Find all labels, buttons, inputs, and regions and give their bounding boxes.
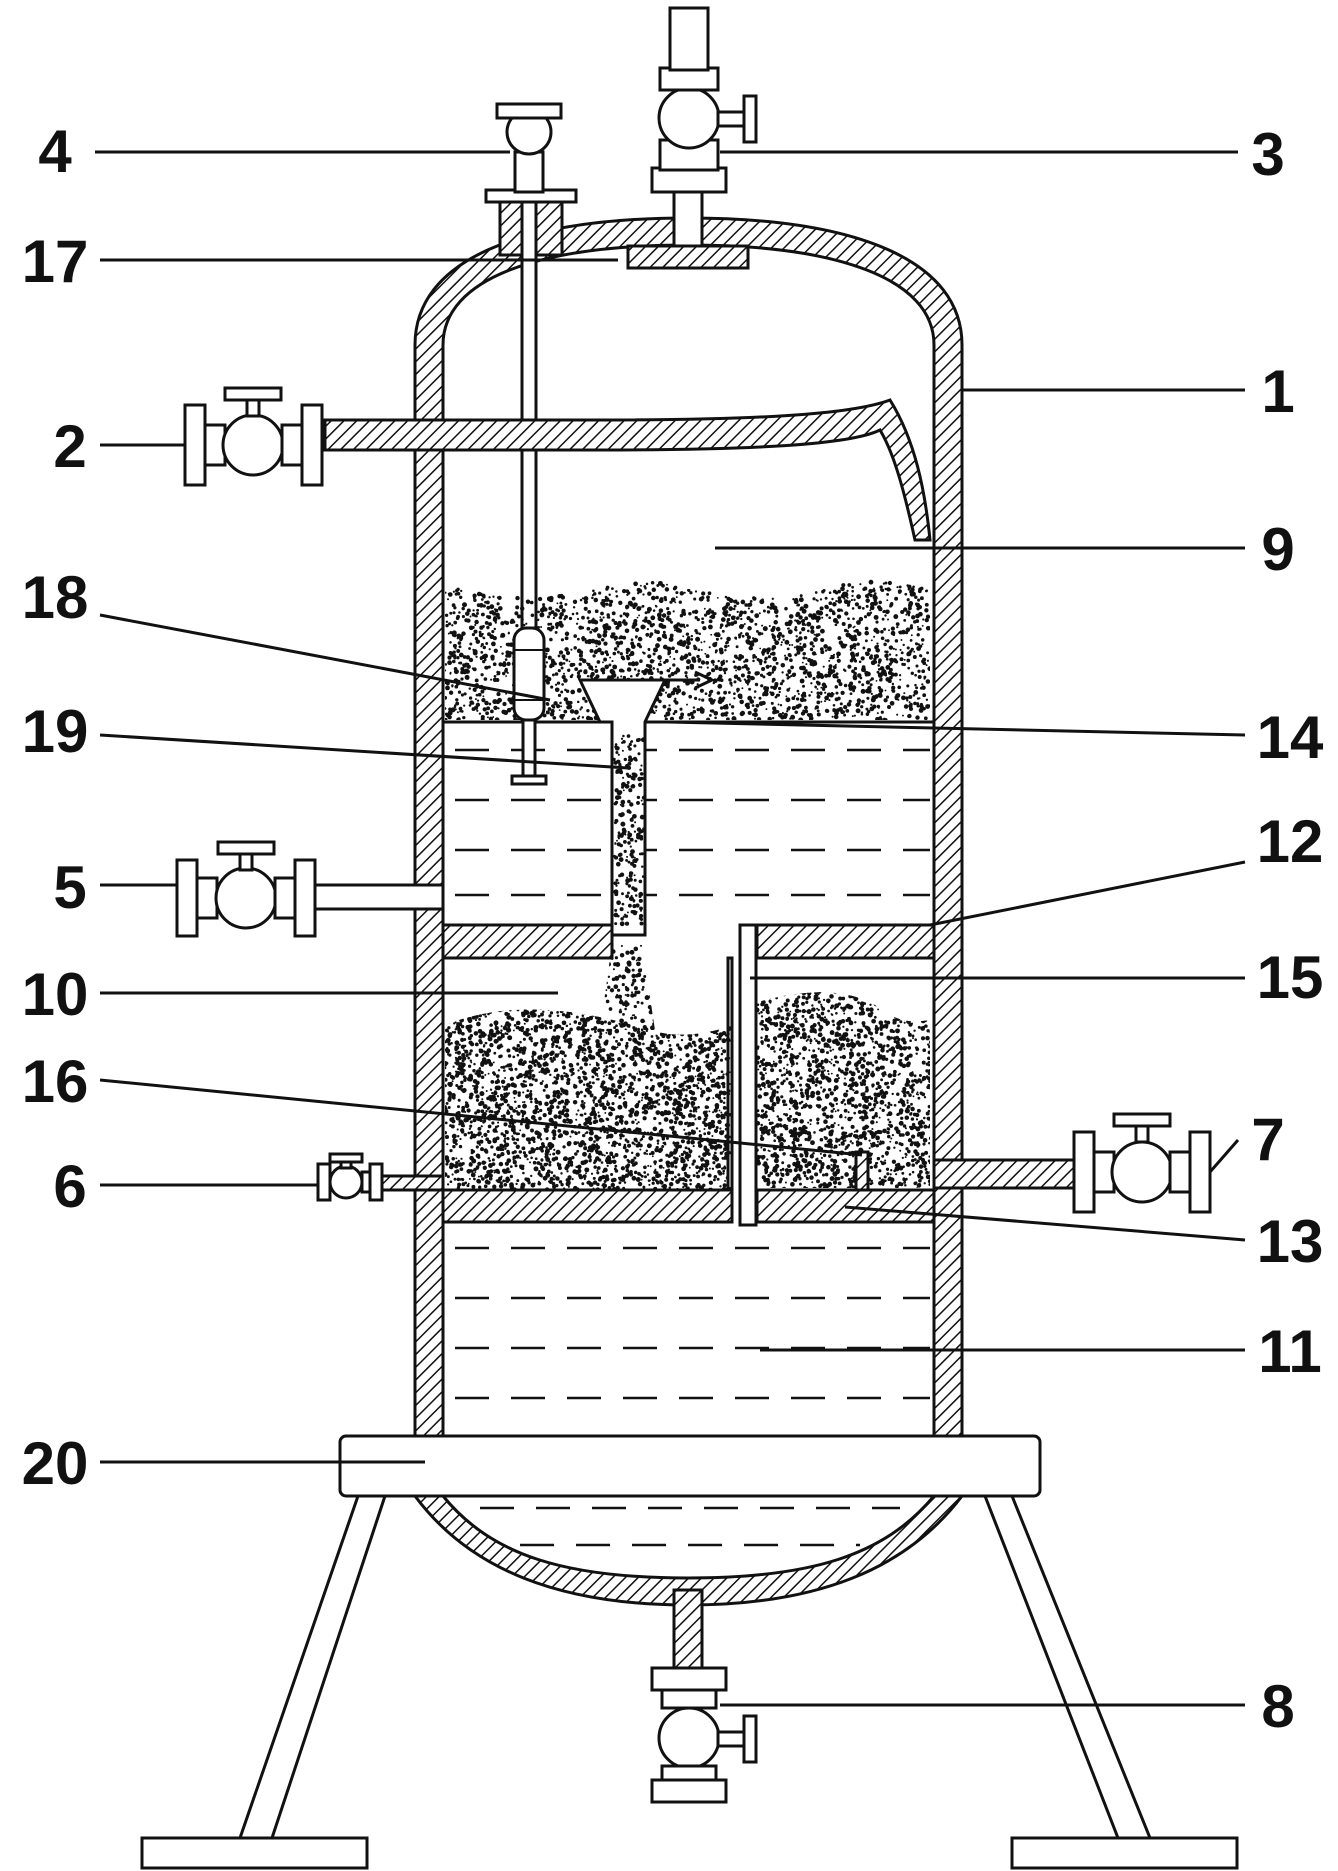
label-7: 7 (1251, 1106, 1284, 1173)
support-ring (338, 1434, 1042, 1498)
label-18: 18 (22, 564, 89, 631)
outlet-6-pipe (378, 1174, 445, 1192)
top-outlet-pipe (672, 188, 704, 248)
outlet-6-valve (316, 1152, 384, 1202)
leader-lines (95, 150, 1246, 1707)
upper-partition-plate (441, 923, 936, 960)
label-16: 16 (22, 1048, 89, 1115)
label-3: 3 (1251, 121, 1284, 188)
bottom-head-liquid (480, 1506, 900, 1547)
outlet-7-pipe (932, 1158, 1076, 1190)
label-19: 19 (22, 698, 89, 765)
bottom-drain-pipe (672, 1588, 704, 1672)
label-4: 4 (38, 118, 72, 185)
label-12: 12 (1257, 808, 1324, 875)
middle-granular-left (445, 1009, 732, 1191)
inlet-valve (183, 386, 324, 487)
top-outlet-valve (650, 6, 758, 194)
label-2: 2 (53, 413, 86, 480)
outlet-5-valve (175, 840, 317, 938)
inlet-pipe (323, 398, 932, 542)
label-11: 11 (1258, 1318, 1321, 1385)
support-legs (140, 1494, 1239, 1870)
upper-granular-layer (445, 579, 930, 720)
label-15: 15 (1257, 944, 1324, 1011)
label-17: 17 (22, 228, 89, 295)
label-14: 14 (1257, 704, 1324, 771)
label-1: 1 (1261, 358, 1294, 425)
top-nozzle-pad (626, 244, 750, 270)
overflow-tube (738, 923, 758, 1227)
downcomer-dots (612, 734, 646, 927)
lower-partition-plate (441, 1188, 936, 1224)
label-10: 10 (22, 961, 89, 1028)
vessel-shell (413, 216, 964, 1438)
level-transmitter (495, 102, 563, 194)
middle-granular-right (754, 992, 930, 1188)
bottom-drain-valve (650, 1666, 758, 1804)
label-9: 9 (1261, 516, 1294, 583)
outlet-7-valve (1072, 1112, 1212, 1214)
label-6: 6 (53, 1153, 86, 1220)
label-8: 8 (1261, 1673, 1294, 1740)
label-13: 13 (1257, 1208, 1324, 1275)
lower-liquid (455, 1246, 930, 1400)
baffle (854, 1150, 870, 1194)
label-5: 5 (53, 854, 86, 921)
outlet-5-pipe (308, 883, 445, 911)
label-20: 20 (22, 1430, 89, 1497)
collection-funnel (577, 670, 716, 937)
